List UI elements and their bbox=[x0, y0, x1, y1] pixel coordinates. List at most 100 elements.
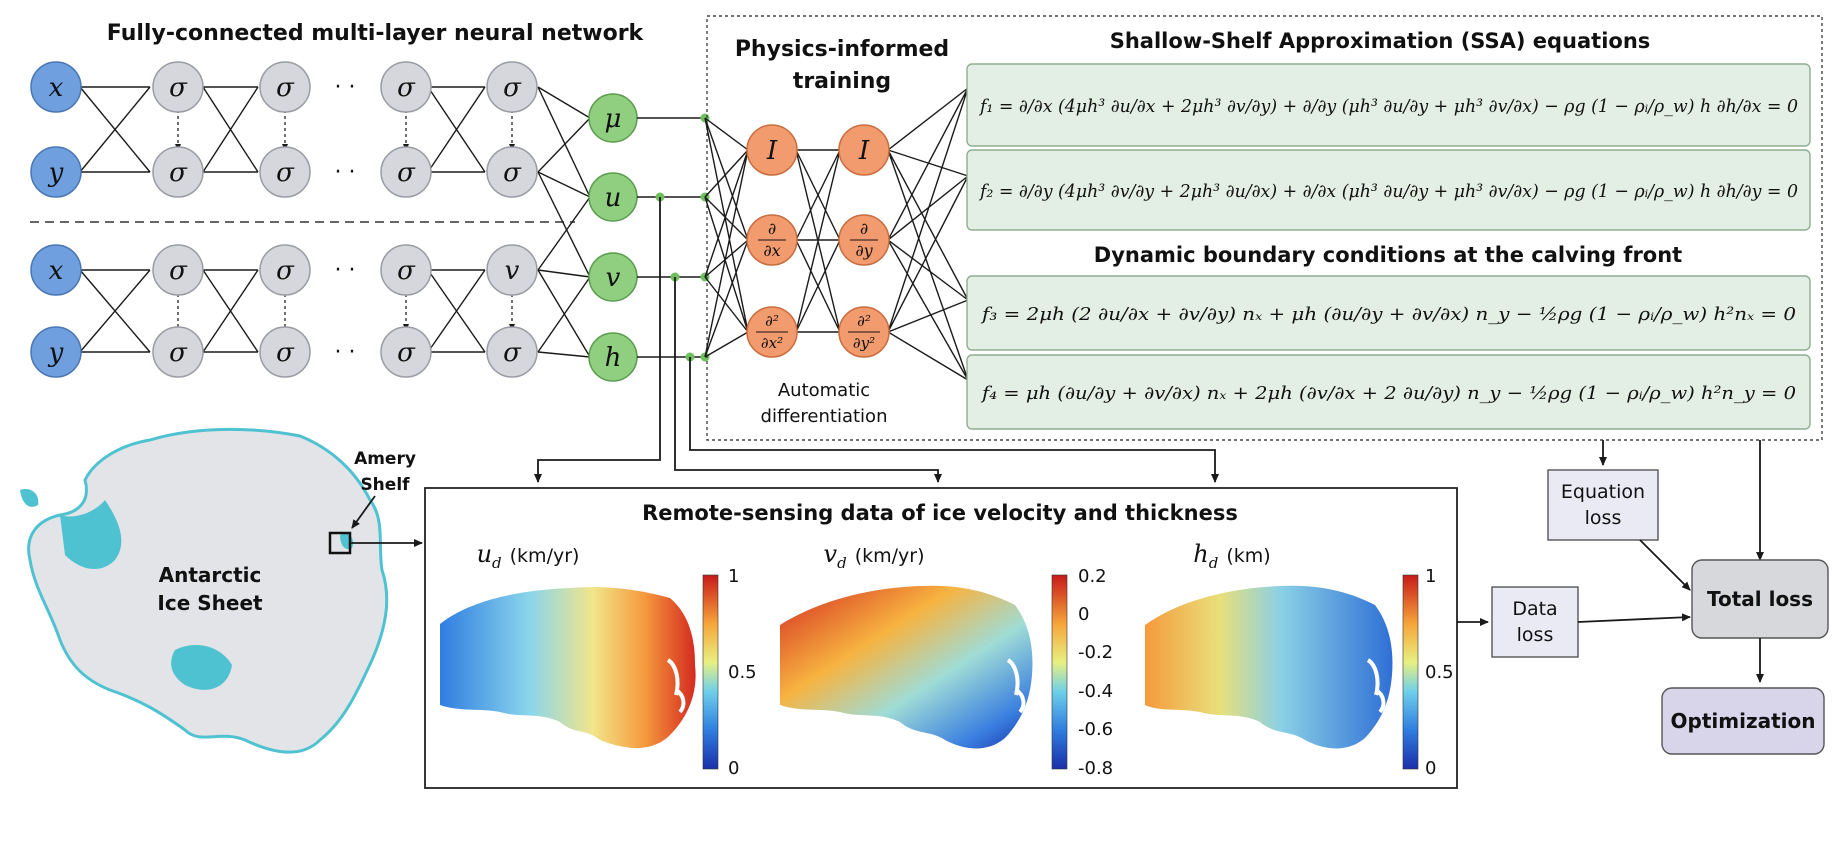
hidden-node-l4-bot-a: v bbox=[486, 244, 538, 296]
ellipsis-top-a: · · bbox=[335, 75, 356, 100]
map-u-label: ud(km/yr) bbox=[477, 540, 580, 572]
output-connectors bbox=[534, 113, 1219, 483]
equation-loss-box: Equation loss bbox=[1547, 469, 1659, 541]
amery-pointer-arrow bbox=[351, 495, 376, 529]
svg-text:σ: σ bbox=[169, 158, 188, 188]
hidden-node-l1-top-b: σ bbox=[152, 146, 204, 198]
network-edges-bottom bbox=[79, 196, 591, 358]
equation-box-f1: f₁ = ∂/∂x (4μh³ ∂u/∂x + 2μh³ ∂v/∂y) + ∂/… bbox=[966, 63, 1811, 147]
hidden-node-l2-bot-a: σ bbox=[259, 244, 311, 296]
svg-text:u: u bbox=[605, 183, 622, 213]
antarctica-map: Antarctic Ice Sheet Amery Shelf bbox=[20, 427, 423, 754]
svg-text:σ: σ bbox=[397, 256, 416, 286]
svg-text:σ: σ bbox=[397, 158, 416, 188]
map-u-panel: ud(km/yr) 1 0.5 0 bbox=[440, 540, 757, 779]
optimization-box: Optimization bbox=[1661, 687, 1825, 755]
map-h-shape bbox=[1145, 585, 1393, 749]
data-loss-to-total-arrow bbox=[1577, 613, 1691, 623]
map-v-tick-4: -0.6 bbox=[1078, 719, 1113, 740]
svg-text:∂: ∂ bbox=[768, 219, 776, 238]
svg-text:σ: σ bbox=[276, 158, 295, 188]
map-v-tick-3: -0.4 bbox=[1078, 681, 1113, 702]
input-node-x-bottom: x bbox=[30, 244, 82, 296]
network-edges-top bbox=[79, 86, 591, 278]
map-u-shape bbox=[440, 587, 696, 749]
amery-label-line2: Shelf bbox=[360, 475, 410, 495]
map-h-panel: hd(km) 1 0.5 0 bbox=[1145, 540, 1454, 779]
map-u-colorbar bbox=[702, 574, 719, 770]
network-title: Fully-connected multi-layer neural netwo… bbox=[107, 21, 645, 46]
autodiff-node-d-dy: ∂ ∂y bbox=[838, 214, 890, 266]
svg-text:Data: Data bbox=[1512, 598, 1557, 620]
svg-text:loss: loss bbox=[1517, 624, 1554, 646]
output-node-v: v bbox=[588, 252, 638, 302]
map-h-colorbar bbox=[1402, 574, 1419, 770]
autodiff-label-line2: differentiation bbox=[761, 406, 888, 427]
hidden-node-l4-top-b: σ bbox=[486, 146, 538, 198]
map-v-label: vd(km/yr) bbox=[824, 540, 925, 572]
hidden-node-l3-top-b: σ bbox=[380, 146, 432, 198]
hidden-node-l1-bot-a: σ bbox=[152, 244, 204, 296]
input-node-x-top: x bbox=[30, 61, 82, 113]
map-h-tick-mid: 0.5 bbox=[1425, 662, 1454, 683]
svg-text:x: x bbox=[49, 73, 64, 103]
map-u-tick-max: 1 bbox=[728, 566, 739, 587]
svg-text:f₃ = 2μh (2 ∂u/∂x + ∂v/∂y) nₓ: f₃ = 2μh (2 ∂u/∂x + ∂v/∂y) nₓ + μh (∂u/∂… bbox=[980, 304, 1796, 325]
map-v-tick-2: -0.2 bbox=[1078, 642, 1113, 663]
svg-text:∂: ∂ bbox=[860, 219, 868, 238]
input-node-y-bottom: y bbox=[30, 326, 82, 378]
svg-text:∂x: ∂x bbox=[763, 241, 780, 260]
svg-text:f₄ = μh (∂u/∂y + ∂v/∂x) nₓ + 2: f₄ = μh (∂u/∂y + ∂v/∂x) nₓ + 2μh (∂v/∂x … bbox=[980, 383, 1796, 404]
autodiff-node-d-dx: ∂ ∂x bbox=[746, 214, 798, 266]
autodiff-node-d2-dx2: ∂² ∂x² bbox=[746, 306, 798, 358]
hidden-node-l2-top-a: σ bbox=[259, 61, 311, 113]
svg-text:σ: σ bbox=[169, 338, 188, 368]
physics-panel bbox=[706, 15, 1823, 441]
hidden-node-l3-bot-b: σ bbox=[380, 326, 432, 378]
svg-text:μ: μ bbox=[605, 104, 622, 134]
svg-text:∂y: ∂y bbox=[855, 241, 873, 260]
svg-text:loss: loss bbox=[1585, 507, 1622, 529]
physics-title-line1: Physics-informed bbox=[735, 37, 949, 62]
svg-text:f₂ = ∂/∂y (4μh³ ∂v/∂y + 2μh³ ∂: f₂ = ∂/∂y (4μh³ ∂v/∂y + 2μh³ ∂u/∂x) + ∂/… bbox=[978, 181, 1798, 202]
svg-text:σ: σ bbox=[503, 73, 522, 103]
ellipsis-bot-a: · · bbox=[335, 258, 356, 283]
hidden-coupling-arrows bbox=[175, 104, 515, 331]
svg-text:Total loss: Total loss bbox=[1707, 587, 1813, 611]
equation-box-f3: f₃ = 2μh (2 ∂u/∂x + ∂v/∂y) nₓ + μh (∂u/∂… bbox=[966, 275, 1811, 351]
svg-text:f₁ = ∂/∂x (4μh³ ∂u/∂x + 2μh³ ∂: f₁ = ∂/∂x (4μh³ ∂u/∂x + 2μh³ ∂v/∂y) + ∂/… bbox=[978, 96, 1798, 117]
map-v-colorbar bbox=[1051, 574, 1068, 770]
antarctica-label-line2: Ice Sheet bbox=[157, 591, 263, 615]
map-u-tick-min: 0 bbox=[728, 758, 739, 779]
input-node-y-top: y bbox=[30, 146, 82, 198]
hidden-node-l3-top-a: σ bbox=[380, 61, 432, 113]
map-v-panel: vd(km/yr) 0.2 0 -0.2 -0.4 -0.6 -0.8 bbox=[780, 540, 1113, 779]
hidden-node-l4-top-a: σ bbox=[486, 61, 538, 113]
output-node-u: u bbox=[588, 172, 638, 222]
map-v-tick-5: -0.8 bbox=[1078, 758, 1113, 779]
map-v-tick-1: 0 bbox=[1078, 604, 1089, 625]
remote-sensing-title: Remote-sensing data of ice velocity and … bbox=[642, 501, 1238, 525]
hidden-node-l4-bot-b: σ bbox=[486, 326, 538, 378]
svg-text:σ: σ bbox=[276, 338, 295, 368]
map-h-tick-min: 0 bbox=[1425, 758, 1436, 779]
svg-text:σ: σ bbox=[276, 73, 295, 103]
output-node-h: h bbox=[588, 332, 638, 382]
antarctica-label-line1: Antarctic bbox=[159, 563, 262, 587]
map-u-tick-mid: 0.5 bbox=[728, 662, 757, 683]
map-v-shape bbox=[780, 585, 1033, 749]
svg-text:σ: σ bbox=[397, 338, 416, 368]
svg-text:∂x²: ∂x² bbox=[761, 334, 783, 352]
autodiff-node-identity-1: I bbox=[746, 124, 798, 176]
ssa-title: Shallow-Shelf Approximation (SSA) equati… bbox=[1110, 29, 1651, 53]
ellipsis-bot-b: · · bbox=[335, 340, 356, 365]
svg-text:σ: σ bbox=[397, 73, 416, 103]
map-h-label: hd(km) bbox=[1193, 540, 1270, 572]
equation-loss-to-total-arrow bbox=[1639, 539, 1691, 591]
amery-label-line1: Amery bbox=[354, 449, 416, 469]
autodiff-node-d2-dy2: ∂² ∂y² bbox=[838, 306, 890, 358]
svg-text:Equation: Equation bbox=[1561, 481, 1645, 503]
svg-text:v: v bbox=[505, 256, 520, 286]
total-loss-box: Total loss bbox=[1691, 559, 1829, 639]
